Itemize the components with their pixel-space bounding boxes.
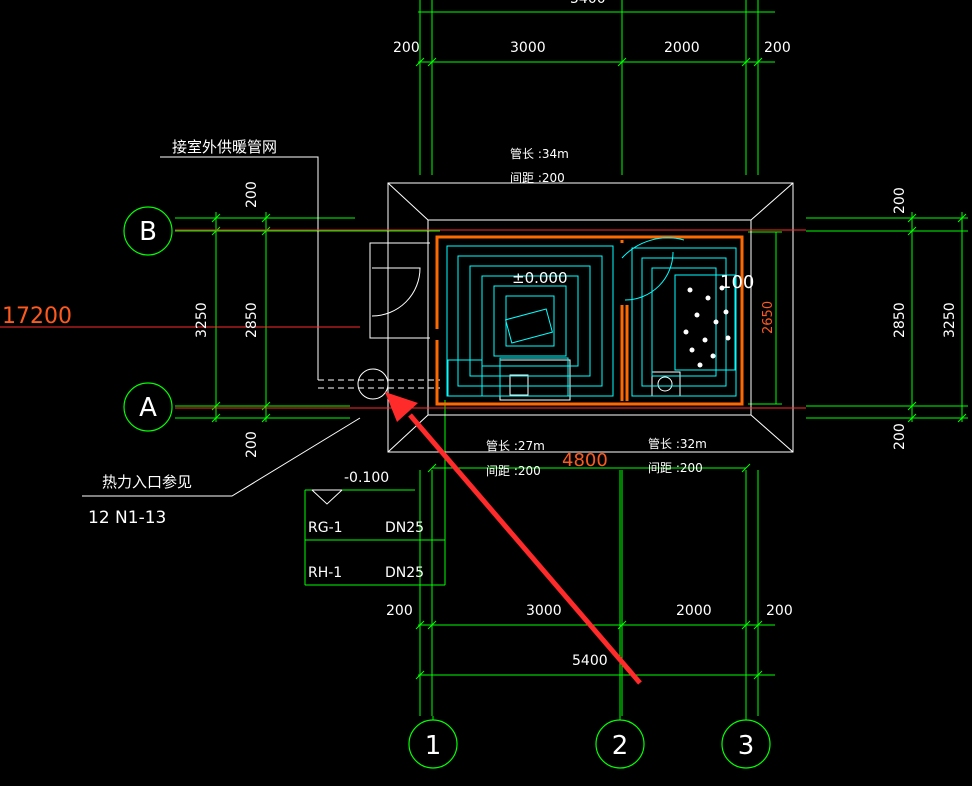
dimension-ticks [211,57,967,680]
pipe-left-spacing: 间距 :200 [486,464,541,478]
grid-label-b: B [139,217,157,247]
dim-bottom-2000: 2000 [676,603,712,619]
pipe-left-length: 管长 :27m [486,438,545,453]
interior-walls [435,235,744,406]
shower-texture [683,285,731,368]
heat-inlet-label: 热力入口参见 [102,473,192,491]
level-pm0: ±0.000 [512,269,568,287]
pipe-top-length: 管长 :34m [510,146,569,161]
dim-right-2850: 2850 [892,302,908,338]
grid-bubbles [123,206,771,769]
dim-bottom-3000: 3000 [526,603,562,619]
grid-label-a: A [139,393,157,423]
dim-left-2850: 2850 [244,302,260,338]
grid-bubble-1 [408,719,458,769]
dim-inner-2650: 2650 [761,301,776,334]
red-arrow [385,392,642,685]
level-m0100: -0.100 [344,470,389,486]
dim-top-total: 5400 [570,0,606,7]
pipe-right-length: 管长 :32m [648,436,707,451]
dimension-lines [175,0,968,720]
heating-coil-left [446,245,614,397]
grid-label-3: 3 [738,731,755,761]
dim-left-200-bottom: 200 [244,431,260,458]
dim-left-3250: 3250 [194,302,210,338]
dim-top-3000: 3000 [510,40,546,56]
grid-bubble-3 [721,719,771,769]
dim-bottom-200-left: 200 [386,603,413,619]
room-fixtures [499,274,736,397]
dim-bottom-total: 5400 [572,653,608,669]
dim-top-200-left: 200 [393,40,420,56]
dim-left-200-top: 200 [244,181,260,208]
dim-right-200-bottom: 200 [892,423,908,450]
room-label-100: 100 [720,272,754,293]
pipe-code-rg1: RG-1 [308,520,343,536]
inlet-pipes [318,379,440,389]
grid-bubble-b [123,206,173,256]
pipe-top-spacing: 间距 :200 [510,171,565,185]
grid-label-2: 2 [612,731,629,761]
red-axis-lines [0,229,806,409]
grid-label-1: 1 [425,731,442,761]
grid-bubble-2 [595,719,645,769]
dim-bottom-200-right: 200 [766,603,793,619]
outdoor-network-label: 接室外供暖管网 [172,138,277,156]
pipe-code-rh1: RH-1 [308,565,342,581]
grid-bubble-a [123,382,173,432]
heat-inlet-reference: 12 N1-13 [88,508,166,528]
pipe-size-rh1: DN25 [385,565,424,581]
dim-right-3250: 3250 [942,302,958,338]
dim-4800: 4800 [562,450,608,471]
pipe-size-rg1: DN25 [385,520,424,536]
dim-top-2000: 2000 [664,40,700,56]
dim-right-200-top: 200 [892,187,908,214]
dim-top-200-right: 200 [764,40,791,56]
building-outline [82,156,794,505]
manifold-box [447,359,483,397]
elevation-17200: 17200 [2,304,72,329]
pipe-right-spacing: 间距 :200 [648,461,703,475]
heat-inlet-circle [357,368,389,400]
